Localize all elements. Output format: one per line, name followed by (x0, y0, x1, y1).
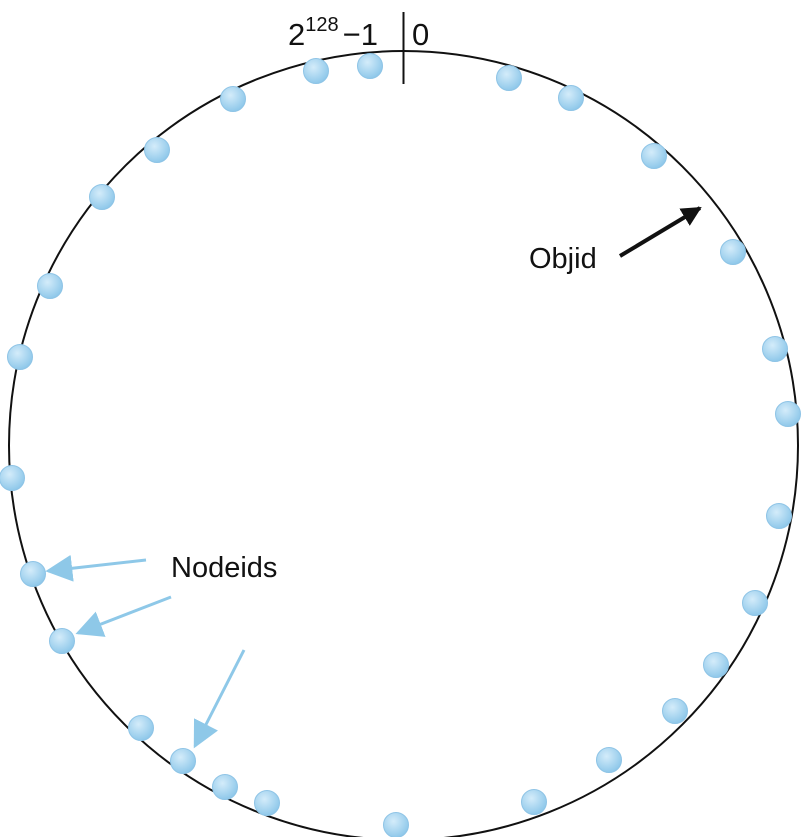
max-identifier-suffix: −1 (343, 17, 378, 52)
nodeid-node (7, 344, 33, 370)
nodeid-node (144, 137, 170, 163)
nodeid-node (220, 86, 246, 112)
nodeid-node (170, 748, 196, 774)
max-identifier-exponent: 128 (305, 14, 338, 36)
nodeid-node (357, 53, 383, 79)
nodeid-node (89, 184, 115, 210)
max-identifier-label: 2128−1 (288, 14, 378, 52)
nodeid-node (775, 401, 801, 427)
nodeid-node (558, 85, 584, 111)
nodeid-arrow-2 (75, 595, 172, 637)
nodeid-node (766, 503, 792, 529)
nodeid-node (212, 774, 238, 800)
nodeid-node (703, 652, 729, 678)
nodeid-node (254, 790, 280, 816)
objid-arrow (618, 206, 702, 258)
nodeid-node (37, 273, 63, 299)
nodeid-node (720, 239, 746, 265)
svg-text:2128−1: 2128−1 (288, 14, 378, 52)
nodeid-node (521, 789, 547, 815)
nodeid-node (303, 58, 329, 84)
nodeid-node (383, 812, 409, 837)
nodeid-arrow-3 (193, 649, 246, 749)
nodeid-node (20, 561, 46, 587)
nodeid-node (128, 715, 154, 741)
nodeid-node (49, 628, 75, 654)
nodeid-node (742, 590, 768, 616)
nodeid-node (596, 747, 622, 773)
nodeid-node (641, 143, 667, 169)
nodeids-label: Nodeids (171, 552, 277, 584)
nodeid-arrow-1 (45, 554, 147, 582)
nodeid-node (0, 465, 25, 491)
zero-identifier-label: 0 (412, 17, 429, 52)
nodeid-node (762, 336, 788, 362)
max-identifier-base: 2 (288, 17, 305, 52)
nodeid-node (662, 698, 688, 724)
node-layer (0, 53, 801, 837)
nodeid-node (496, 65, 522, 91)
objid-label: Objid (529, 243, 597, 275)
